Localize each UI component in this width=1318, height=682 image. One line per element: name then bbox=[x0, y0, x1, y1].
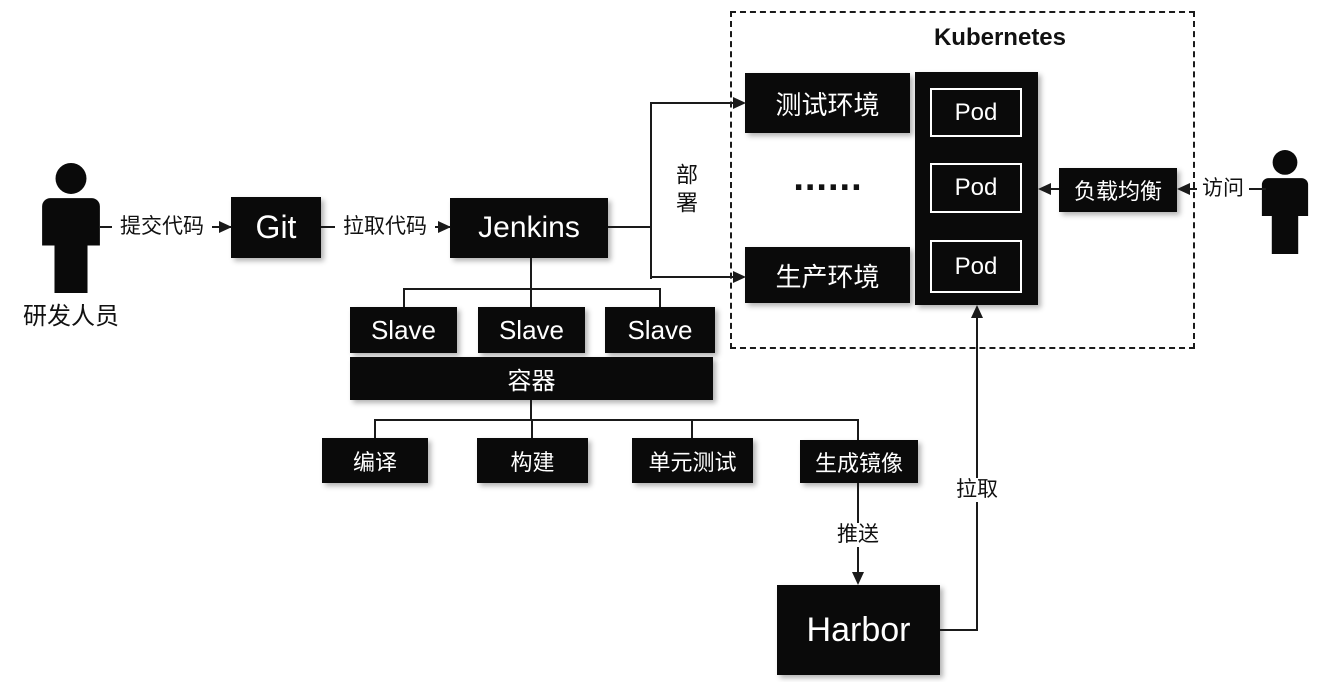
arrowhead-into-lb bbox=[1177, 183, 1190, 195]
connector-deploy-branch bbox=[650, 103, 652, 279]
user-icon bbox=[1260, 150, 1310, 254]
pod-stack: Pod Pod Pod bbox=[915, 72, 1038, 305]
kubernetes-group bbox=[730, 11, 1195, 349]
image-build-box: 生成镜像 bbox=[800, 440, 918, 483]
connector-pull-up bbox=[976, 316, 978, 631]
unit-test-box: 单元测试 bbox=[632, 438, 753, 483]
arrowhead-into-test-env bbox=[733, 97, 746, 109]
connector-compile-stub bbox=[374, 419, 376, 438]
slave-box-1: Slave bbox=[350, 307, 457, 353]
kubernetes-title: Kubernetes bbox=[933, 24, 1067, 51]
harbor-box: Harbor bbox=[777, 585, 940, 675]
arrowhead-into-jenkins bbox=[438, 221, 451, 233]
pull-label: 拉取 bbox=[949, 478, 1005, 503]
connector-container-down bbox=[530, 400, 532, 420]
arrowhead-into-pod-stack bbox=[971, 305, 983, 318]
connector-deploy-prod bbox=[650, 276, 735, 278]
slave-box-3: Slave bbox=[605, 307, 715, 353]
connector-build-stub bbox=[531, 419, 533, 438]
build-box: 构建 bbox=[477, 438, 588, 483]
ellipsis-label: ...... bbox=[793, 157, 863, 199]
pod-box-1: Pod bbox=[930, 88, 1022, 137]
git-box: Git bbox=[231, 197, 321, 258]
connector-harbor-out bbox=[940, 629, 978, 631]
connector-jenkins-down bbox=[530, 258, 532, 290]
connector-jenkins-deploy bbox=[608, 226, 652, 228]
connector-deploy-test bbox=[650, 102, 735, 104]
load-balancer-box: 负载均衡 bbox=[1059, 168, 1177, 212]
pull-code-label: 拉取代码 bbox=[335, 215, 435, 240]
connector-unit-test-stub bbox=[691, 419, 693, 438]
connector-lb-pods bbox=[1049, 188, 1059, 190]
push-label: 推送 bbox=[830, 523, 886, 548]
connector-slave3-stub bbox=[659, 288, 661, 307]
connector-slave-bus bbox=[403, 288, 661, 290]
developer-icon bbox=[40, 163, 102, 293]
connector-slave1-stub bbox=[403, 288, 405, 307]
connector-slave2-stub bbox=[530, 288, 532, 307]
connector-image-stub bbox=[857, 419, 859, 440]
slave-box-2: Slave bbox=[478, 307, 585, 353]
deploy-label: 部署 bbox=[673, 163, 698, 219]
pod-box-2: Pod bbox=[930, 163, 1022, 213]
compile-box: 编译 bbox=[322, 438, 428, 483]
jenkins-box: Jenkins bbox=[450, 198, 608, 258]
submit-code-label: 提交代码 bbox=[112, 215, 212, 240]
arrowhead-into-prod-env bbox=[733, 271, 746, 283]
arrowhead-into-harbor bbox=[852, 572, 864, 585]
connector-steps-bus bbox=[374, 419, 858, 421]
container-box: 容器 bbox=[350, 357, 713, 400]
pod-box-3: Pod bbox=[930, 240, 1022, 293]
prod-env-box: 生产环境 bbox=[745, 247, 910, 303]
access-label: 访问 bbox=[1197, 177, 1249, 202]
arrowhead-into-pods bbox=[1038, 183, 1051, 195]
test-env-box: 测试环境 bbox=[745, 73, 910, 133]
arrowhead-into-git bbox=[219, 221, 232, 233]
developer-label: 研发人员 bbox=[23, 303, 119, 330]
